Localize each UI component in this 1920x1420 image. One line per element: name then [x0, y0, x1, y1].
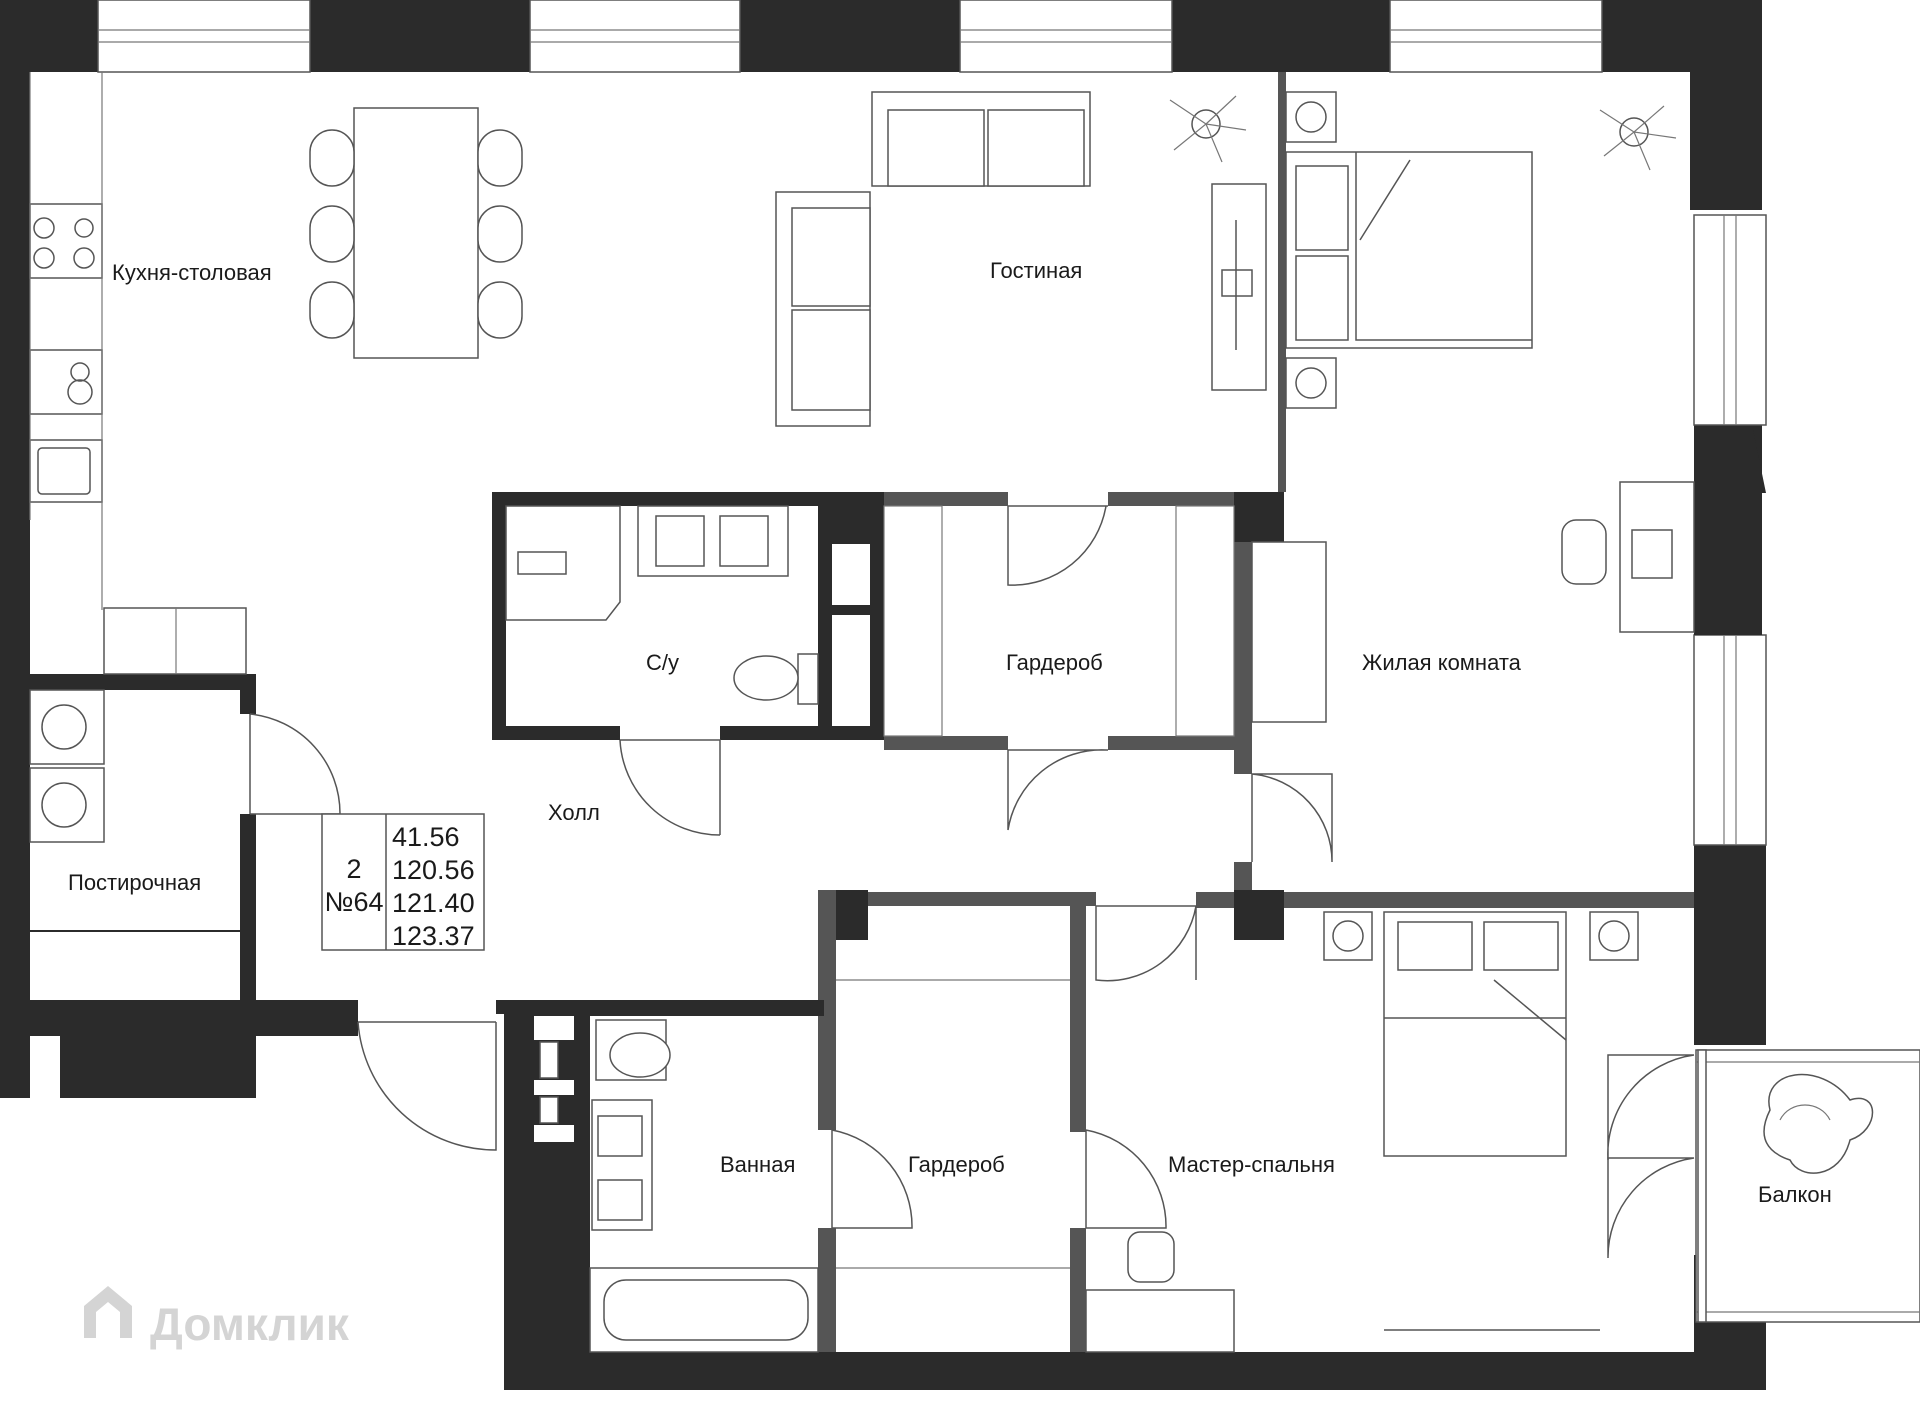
dining-chairs: [309, 129, 523, 339]
room-label-living: Гостиная: [990, 258, 1082, 283]
room-label-bedroom: Жилая комната: [1362, 650, 1522, 675]
living-area-value: 41.56: [392, 822, 460, 852]
kitchen-furniture: [29, 72, 523, 675]
watermark-text: Домклик: [150, 1298, 350, 1350]
bedroom-furniture: [1251, 91, 1695, 723]
watermark-house-icon: [84, 1286, 132, 1338]
area-value-2: 121.40: [392, 888, 475, 918]
rooms-count: 2: [346, 854, 361, 884]
room-label-hall: Холл: [548, 800, 600, 825]
living-furniture: [775, 91, 1267, 427]
exterior-walls: [0, 0, 1767, 1390]
doors: [249, 505, 1695, 1259]
room-label-master: Мастер-спальня: [1168, 1152, 1335, 1177]
apartment-number: №64: [325, 887, 384, 917]
laundry-fixtures: [29, 689, 105, 843]
master-furniture: [1085, 911, 1639, 1353]
wardrobe-shelves: [836, 505, 1235, 1269]
room-label-bathroom: Ванная: [720, 1152, 795, 1177]
area-value-1: 120.56: [392, 855, 475, 885]
interior-walls: [0, 72, 1694, 1352]
room-label-kitchen: Кухня-столовая: [112, 260, 272, 285]
room-label-balcony: Балкон: [1758, 1182, 1832, 1207]
bathroom-fixtures: [589, 1019, 819, 1353]
wc-fixtures: [505, 505, 819, 705]
watermark: Домклик: [84, 1286, 350, 1350]
room-label-wc: С/у: [646, 650, 679, 675]
room-label-laundry: Постирочная: [68, 870, 201, 895]
balcony-area: [1695, 1049, 1920, 1323]
area-value-3: 123.37: [392, 921, 475, 951]
room-label-wardrobe-top: Гардероб: [1006, 650, 1103, 675]
room-labels: Кухня-столовая Гостиная Жилая комната С/…: [68, 258, 1832, 1207]
room-label-wardrobe-bottom: Гардероб: [908, 1152, 1005, 1177]
apartment-info-box: 2 №64 41.56 120.56 121.40 123.37: [321, 813, 485, 951]
